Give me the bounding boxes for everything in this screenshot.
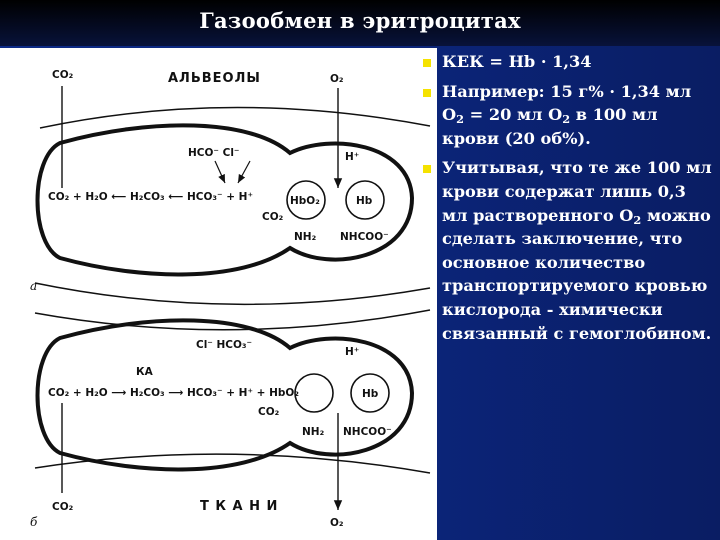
- bullet-square-icon: [423, 59, 431, 67]
- gas-exchange-diagram: CO₂ АЛЬВЕОЛЫ O₂ HCO⁻ Cl⁻ CO₂ + H₂O ⟵ H₂C…: [0, 48, 437, 540]
- top-o2-in: O₂: [330, 73, 344, 85]
- title-bar: [0, 0, 720, 46]
- top-equation: CO₂ + H₂O ⟵ H₂CO₃ ⟵ HCO₃⁻ + H⁺: [48, 191, 253, 203]
- top-co2-out: CO₂: [52, 69, 74, 81]
- bottom-nh2: NH₂: [302, 426, 325, 438]
- bottom-header: Т К А Н И: [200, 499, 278, 514]
- top-hb: Hb: [356, 195, 373, 207]
- bullet-text: Учитывая, что те же 100 мл крови содержа…: [442, 158, 712, 225]
- bullet-item: Например: 15 г% · 1,34 мл O2 = 20 мл O2 …: [412, 80, 714, 151]
- bottom-hb-circle: [350, 373, 390, 413]
- top-nhcoo: NHCOO⁻: [340, 231, 389, 243]
- top-hb-circle: [345, 180, 385, 220]
- panel-b-letter: б: [30, 515, 38, 529]
- bullet-subscript: 2: [562, 112, 571, 127]
- top-co2: CO₂: [262, 211, 284, 223]
- erythrocyte-bottom: [35, 318, 415, 472]
- top-header: АЛЬВЕОЛЫ: [168, 71, 261, 86]
- bullet-text: = 20 мл O: [464, 105, 563, 125]
- top-nh2: NH₂: [294, 231, 317, 243]
- bullet-item: КЕК = Hb · 1,34: [412, 50, 714, 74]
- bottom-co2-in: CO₂: [52, 501, 74, 513]
- bullet-text: КЕК = Hb · 1,34: [442, 52, 592, 71]
- bottom-hbo2-circle: [294, 373, 334, 413]
- bullet-text: можно сделать заключение, что основное к…: [442, 205, 712, 343]
- bullet-item: Учитывая, что те же 100 мл крови содержа…: [412, 156, 714, 345]
- bullet-subscript: 2: [456, 112, 464, 127]
- bottom-ka: КА: [136, 366, 154, 378]
- capillary-wall-arc: [34, 282, 431, 306]
- bottom-cl-hco3: Cl⁻ HCO₃⁻: [196, 339, 252, 351]
- top-hco3-cl: HCO⁻ Cl⁻: [188, 147, 239, 159]
- bottom-hplus: H⁺: [345, 346, 359, 358]
- tissue-wall-arc-top: [34, 309, 431, 331]
- top-hplus: H⁺: [345, 151, 359, 163]
- bottom-hb: Hb: [362, 388, 379, 400]
- top-hbo2-circle: [286, 180, 326, 220]
- panel-a-letter: а: [30, 279, 37, 293]
- alveolar-wall-arc: [39, 106, 431, 129]
- slide-title: Газообмен в эритроцитах: [199, 8, 521, 33]
- bottom-nhcoo: NHCOO⁻: [343, 426, 392, 438]
- top-hbo2: HbO₂: [290, 195, 320, 207]
- bullet-subscript: 2: [633, 212, 642, 227]
- bullet-text: Например: 15 г% · 1,34 мл O: [442, 81, 692, 125]
- bullet-square-icon: [423, 88, 431, 97]
- bottom-co2: CO₂: [258, 406, 280, 418]
- bullet-square-icon: [423, 165, 431, 174]
- erythrocyte-top: [35, 123, 415, 277]
- bottom-equation: CO₂ + H₂O ⟶ H₂CO₃ ⟶ HCO₃⁻ + H⁺ + HbO₂: [48, 387, 299, 399]
- bottom-o2-out: O₂: [330, 517, 344, 529]
- bullet-text: в 100 мл крови (20 об%).: [442, 105, 658, 148]
